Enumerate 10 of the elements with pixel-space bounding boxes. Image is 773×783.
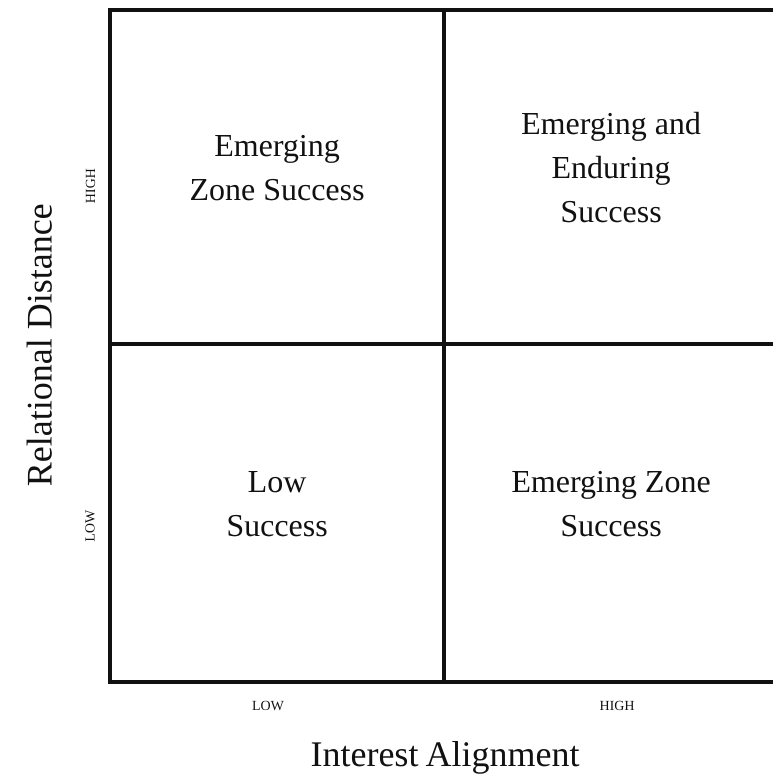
quadrant-label: Emerging Zone Success [510,462,712,545]
axis-tick-label: HIGH [600,698,634,714]
axis-tick-label: LOW [252,698,284,714]
quadrant-label: Emerging Zone Success [188,126,366,209]
axis-tick-label: LOW [83,509,99,542]
quadrant-label: Emerging and Enduring Success [521,104,701,231]
axis-tick-label: HIGH [83,168,99,203]
axis-title: Relational Distance [20,203,60,486]
quadrant-label: Low Success [225,462,329,545]
axis-title: Interest Alignment [310,735,580,775]
